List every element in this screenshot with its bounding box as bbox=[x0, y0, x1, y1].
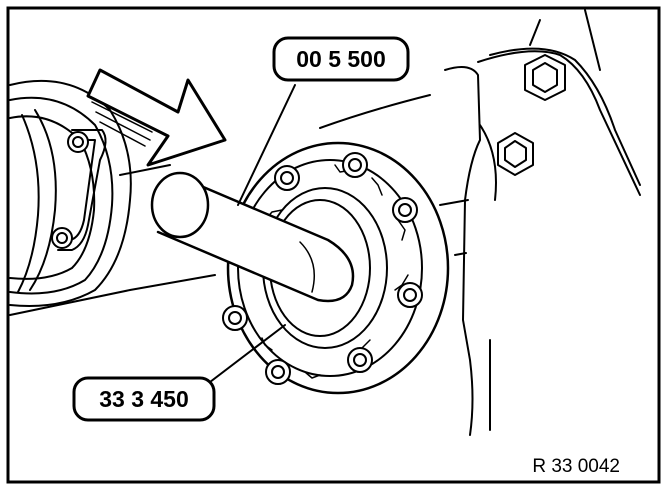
coupling-bolt-upper bbox=[67, 131, 89, 153]
flange-bolt bbox=[274, 165, 300, 191]
callout-tool-bottom: 33 3 450 bbox=[72, 376, 216, 422]
flange-bolts bbox=[222, 152, 423, 385]
figure-reference: R 33 0042 bbox=[532, 456, 620, 477]
flange-bolt bbox=[342, 152, 368, 178]
housing-bolt-upper bbox=[524, 54, 566, 101]
callout-label-bottom: 33 3 450 bbox=[99, 386, 189, 412]
flange-bolt bbox=[222, 305, 248, 331]
flange-bolt bbox=[347, 347, 373, 373]
direction-arrow bbox=[86, 68, 227, 167]
arrow-hatching bbox=[91, 101, 153, 147]
propeller-shaft-coupling bbox=[9, 79, 216, 316]
flange-bolt bbox=[392, 197, 418, 223]
coupling-bolt-lower bbox=[51, 227, 73, 249]
leader-line-bottom bbox=[209, 324, 286, 383]
flange-bolt bbox=[397, 282, 423, 308]
callout-tool-top: 00 5 500 bbox=[272, 36, 410, 82]
housing-bolt-lower bbox=[497, 132, 534, 176]
leader-line-top bbox=[237, 84, 296, 206]
tool-shaft bbox=[150, 171, 355, 303]
callout-box-top bbox=[272, 36, 410, 82]
flange-bolt bbox=[265, 359, 291, 385]
differential-housing bbox=[319, 9, 641, 436]
callout-label-top: 00 5 500 bbox=[296, 46, 386, 72]
callout-box-bottom bbox=[72, 376, 216, 422]
